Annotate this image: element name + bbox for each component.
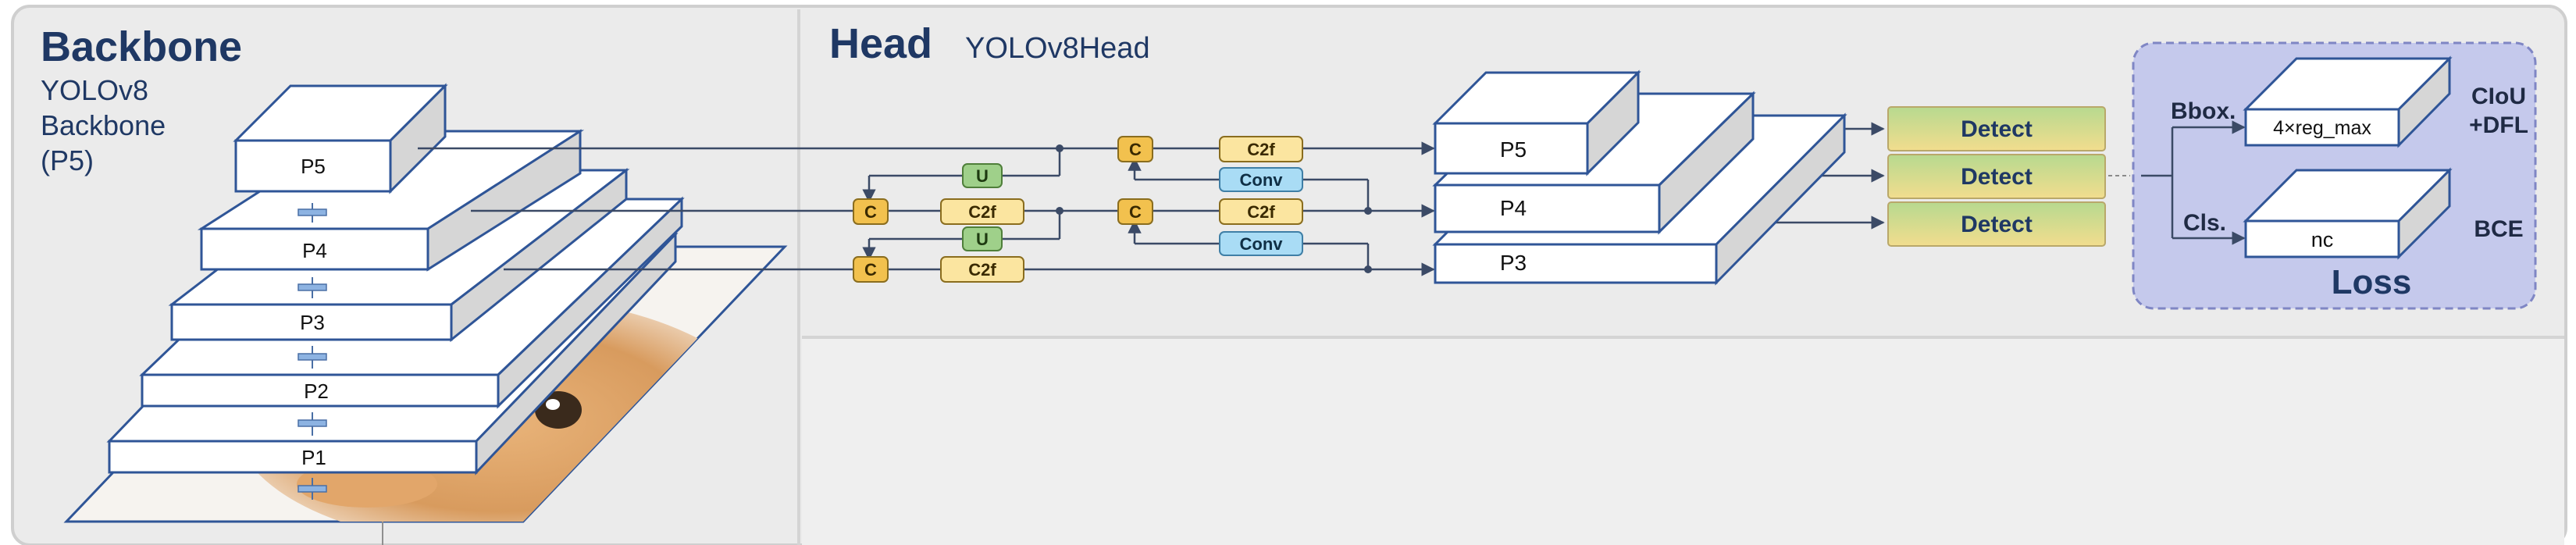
conv-block-1: Conv bbox=[1219, 167, 1303, 192]
detect-label: Detect bbox=[1961, 212, 2033, 237]
loss-title: Loss bbox=[2332, 263, 2412, 301]
backbone-label-p3: P3 bbox=[300, 311, 325, 334]
concat-label: C bbox=[864, 260, 877, 280]
head-pyramid-p5: P5 bbox=[1432, 69, 1641, 176]
bbox-dim-label: 4×reg_max bbox=[2273, 117, 2371, 139]
bbox-loss-label-line-1: CIoU bbox=[2471, 84, 2526, 109]
upsample-label: U bbox=[976, 230, 989, 249]
bbox-output-box: 4×reg_max bbox=[2243, 55, 2453, 148]
c2f-label: C2f bbox=[968, 202, 996, 222]
c2f-block-p4-up: C2f bbox=[940, 198, 1024, 225]
backbone-label-p1: P1 bbox=[301, 446, 326, 469]
detect-block-2: Detect bbox=[1887, 154, 2106, 199]
head-subtitle: YOLOv8Head bbox=[965, 32, 1150, 65]
backbone-label-p2: P2 bbox=[304, 379, 329, 403]
bbox-loss-label-line-2: +DFL bbox=[2469, 112, 2528, 138]
backbone-layer-p5: P5 bbox=[233, 83, 448, 194]
head-lower-panel bbox=[802, 339, 2564, 545]
concat-block-p5: C bbox=[1117, 136, 1153, 162]
concat-block-p3: C bbox=[853, 256, 889, 283]
head-pyramid-label-p4: P4 bbox=[1500, 196, 1527, 220]
detect-label: Detect bbox=[1961, 116, 2033, 142]
upsample-block-2: U bbox=[962, 226, 1003, 251]
conv-block-2: Conv bbox=[1219, 231, 1303, 256]
concat-block-p4-up: C bbox=[853, 198, 889, 225]
detect-label: Detect bbox=[1961, 164, 2033, 190]
backbone-subtitle-line-2: Backbone bbox=[41, 109, 166, 141]
concat-label: C bbox=[1129, 140, 1142, 159]
backbone-title: Backbone bbox=[41, 23, 242, 70]
c2f-block-p5: C2f bbox=[1219, 136, 1303, 162]
cls-dim-label: nc bbox=[2311, 228, 2334, 251]
backbone-label-p5: P5 bbox=[301, 155, 326, 178]
detect-block-1: Detect bbox=[1887, 106, 2106, 151]
bbox-branch-label: Bbox. bbox=[2171, 98, 2236, 124]
concat-label: C bbox=[1129, 202, 1142, 222]
head-title: Head bbox=[829, 20, 932, 67]
c2f-label: C2f bbox=[1247, 140, 1275, 159]
c2f-block-p4-down: C2f bbox=[1219, 198, 1303, 225]
c2f-label: C2f bbox=[1247, 202, 1275, 222]
arrow-up-icon bbox=[298, 203, 327, 500]
upsample-block-1: U bbox=[962, 163, 1003, 188]
concat-block-p4-down: C bbox=[1117, 198, 1153, 225]
backbone-subtitle-line-3: (P5) bbox=[41, 144, 94, 176]
cls-loss-label: BCE bbox=[2474, 216, 2523, 242]
c2f-block-p3: C2f bbox=[940, 256, 1024, 283]
head-pyramid-label-p5: P5 bbox=[1500, 137, 1527, 162]
backbone-label-p4: P4 bbox=[302, 239, 327, 262]
conv-label: Conv bbox=[1240, 170, 1284, 190]
c2f-label: C2f bbox=[968, 260, 996, 280]
upsample-label: U bbox=[976, 166, 989, 186]
head-pyramid-label-p3: P3 bbox=[1500, 251, 1527, 275]
conv-label: Conv bbox=[1240, 234, 1284, 254]
concat-label: C bbox=[864, 202, 877, 222]
detect-block-3: Detect bbox=[1887, 201, 2106, 247]
cls-output-box: nc bbox=[2243, 167, 2453, 260]
junction-dots bbox=[1056, 144, 1372, 273]
loss-connections bbox=[2141, 120, 2246, 245]
cls-branch-label: Cls. bbox=[2183, 210, 2226, 236]
backbone-subtitle-line-1: YOLOv8 bbox=[41, 74, 148, 106]
